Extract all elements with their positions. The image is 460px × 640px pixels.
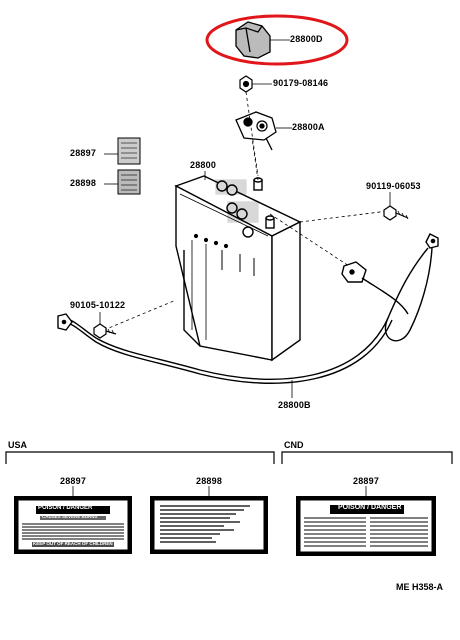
- bolt-90105: [93, 323, 117, 339]
- sticker-28898-small: [117, 169, 141, 195]
- highlight-circle: [205, 14, 349, 66]
- diagram-reference-code: ME H358-A: [396, 582, 444, 592]
- usa-label-28897-drawing: [14, 496, 132, 554]
- usa-label-right-part: 28898: [196, 476, 223, 486]
- bolt-90119: [383, 205, 409, 221]
- usa-label-28898-drawing: [150, 496, 268, 554]
- part-label-28800a: 28800A: [292, 122, 325, 132]
- cable-28800b: [57, 233, 439, 384]
- section-cnd: CND: [284, 440, 304, 450]
- usa-label-left-sub: CAUSES SEVERE BURNS: [42, 514, 98, 519]
- part-label-90105-10122: 90105-10122: [70, 300, 126, 310]
- nut-90179: [239, 75, 253, 93]
- part-label-28898: 28898: [70, 178, 97, 188]
- terminal-clamp-28800a: [235, 111, 277, 151]
- part-label-90119-06053: 90119-06053: [366, 181, 421, 191]
- usa-label-left-footer: KEEP OUT OF REACH OF CHILDREN: [33, 541, 113, 546]
- part-label-28800d: 28800D: [290, 34, 323, 44]
- terminal-cover-28800d: [235, 21, 271, 59]
- cnd-label-28897-drawing: [296, 496, 436, 556]
- cnd-label-heading: POISON / DANGER: [338, 504, 402, 511]
- part-label-28800: 28800: [190, 160, 217, 170]
- part-label-28897: 28897: [70, 148, 97, 158]
- battery-28800: [174, 175, 302, 362]
- usa-label-left-heading: POISON / DANGER: [38, 505, 93, 511]
- usa-label-left-part: 28897: [60, 476, 87, 486]
- cnd-label-part: 28897: [353, 476, 380, 486]
- sticker-28897-small: [117, 137, 141, 165]
- section-usa: USA: [8, 440, 28, 450]
- section-brackets: [5, 451, 453, 464]
- part-label-90179-08146: 90179-08146: [273, 78, 329, 88]
- part-label-28800b: 28800B: [278, 400, 311, 410]
- leader-dashes: [103, 91, 397, 331]
